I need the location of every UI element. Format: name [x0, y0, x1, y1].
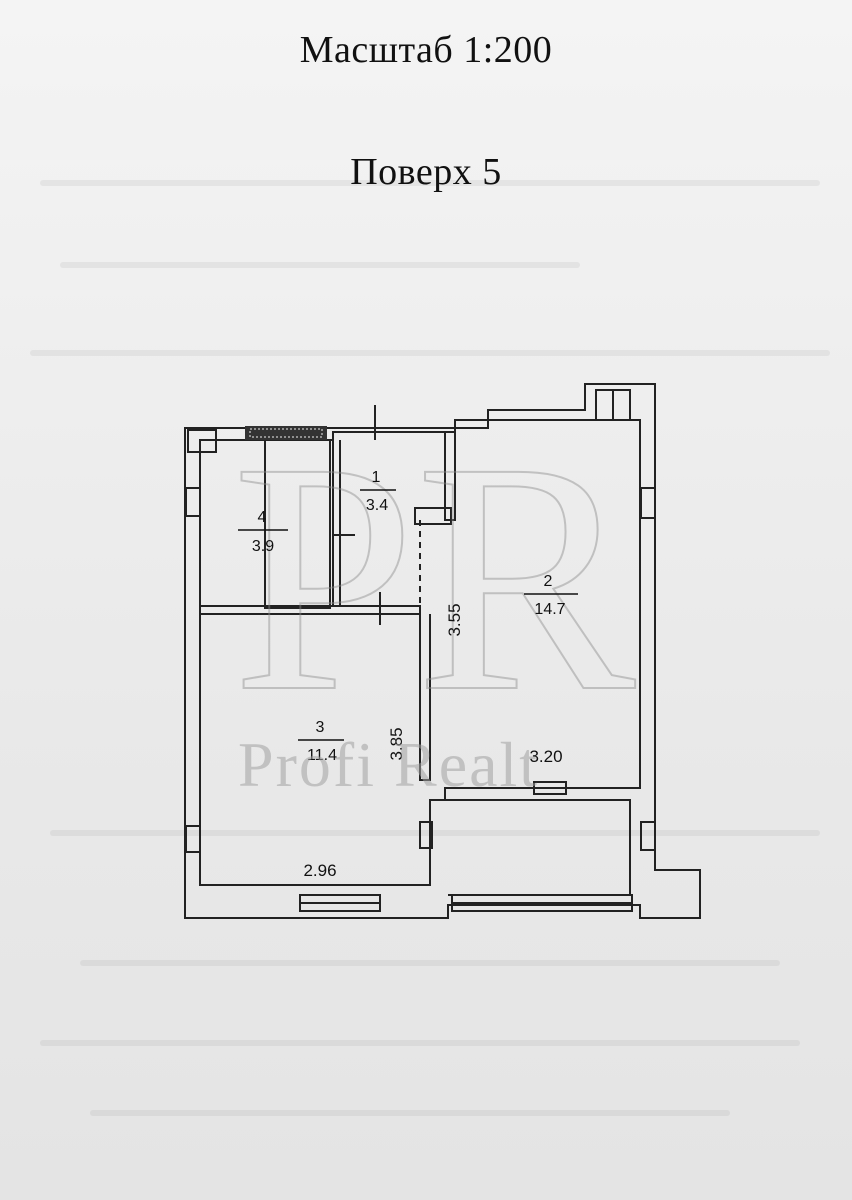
dimension-room3-width: 2.96 [303, 861, 336, 880]
room-1-area: 3.4 [366, 497, 388, 514]
floor-title: Поверх 5 [350, 151, 502, 193]
dimension-room2-height: 3.55 [445, 603, 464, 636]
dimension-room3-height: 3.85 [387, 727, 406, 760]
scale-title: Масштаб 1:200 [299, 29, 553, 71]
wall-niche [419, 821, 433, 849]
room-2-area: 14.7 [534, 601, 565, 618]
bleed-through-line [50, 830, 820, 836]
outer-wall [184, 383, 701, 919]
watermark-text: Profi Realt [238, 729, 539, 800]
radiator-fins [249, 428, 323, 438]
partition-room4 [264, 440, 331, 609]
utility-shaft [187, 429, 217, 453]
room-2-number: 2 [544, 573, 553, 590]
partition-room1-left [332, 440, 341, 607]
bleed-through-line [40, 1040, 800, 1046]
bleed-through-line [90, 1110, 730, 1116]
bleed-through-line [30, 350, 830, 356]
wall-niche [185, 487, 201, 517]
room-4-number: 4 [258, 509, 267, 526]
watermark-monogram: PR [232, 395, 637, 760]
wall-niche [640, 821, 656, 851]
dimension-room2-width: 3.20 [529, 747, 562, 766]
wall-niche [185, 825, 201, 853]
room-3-number: 3 [316, 719, 325, 736]
partition-room3-top [200, 605, 421, 615]
bleed-through-line [60, 262, 580, 268]
inner-wall [199, 419, 641, 886]
room-1-number: 1 [372, 469, 381, 486]
wall-niche [640, 487, 656, 519]
room-4-area: 3.9 [252, 538, 274, 555]
sanitary-fixture [414, 507, 452, 525]
room-3-area: 11.4 [307, 747, 337, 764]
partition-room3-right [419, 614, 431, 781]
balcony-door [533, 781, 567, 795]
loggia-wall [445, 799, 631, 896]
bleed-through-line [80, 960, 780, 966]
bleed-through-line [40, 180, 820, 186]
